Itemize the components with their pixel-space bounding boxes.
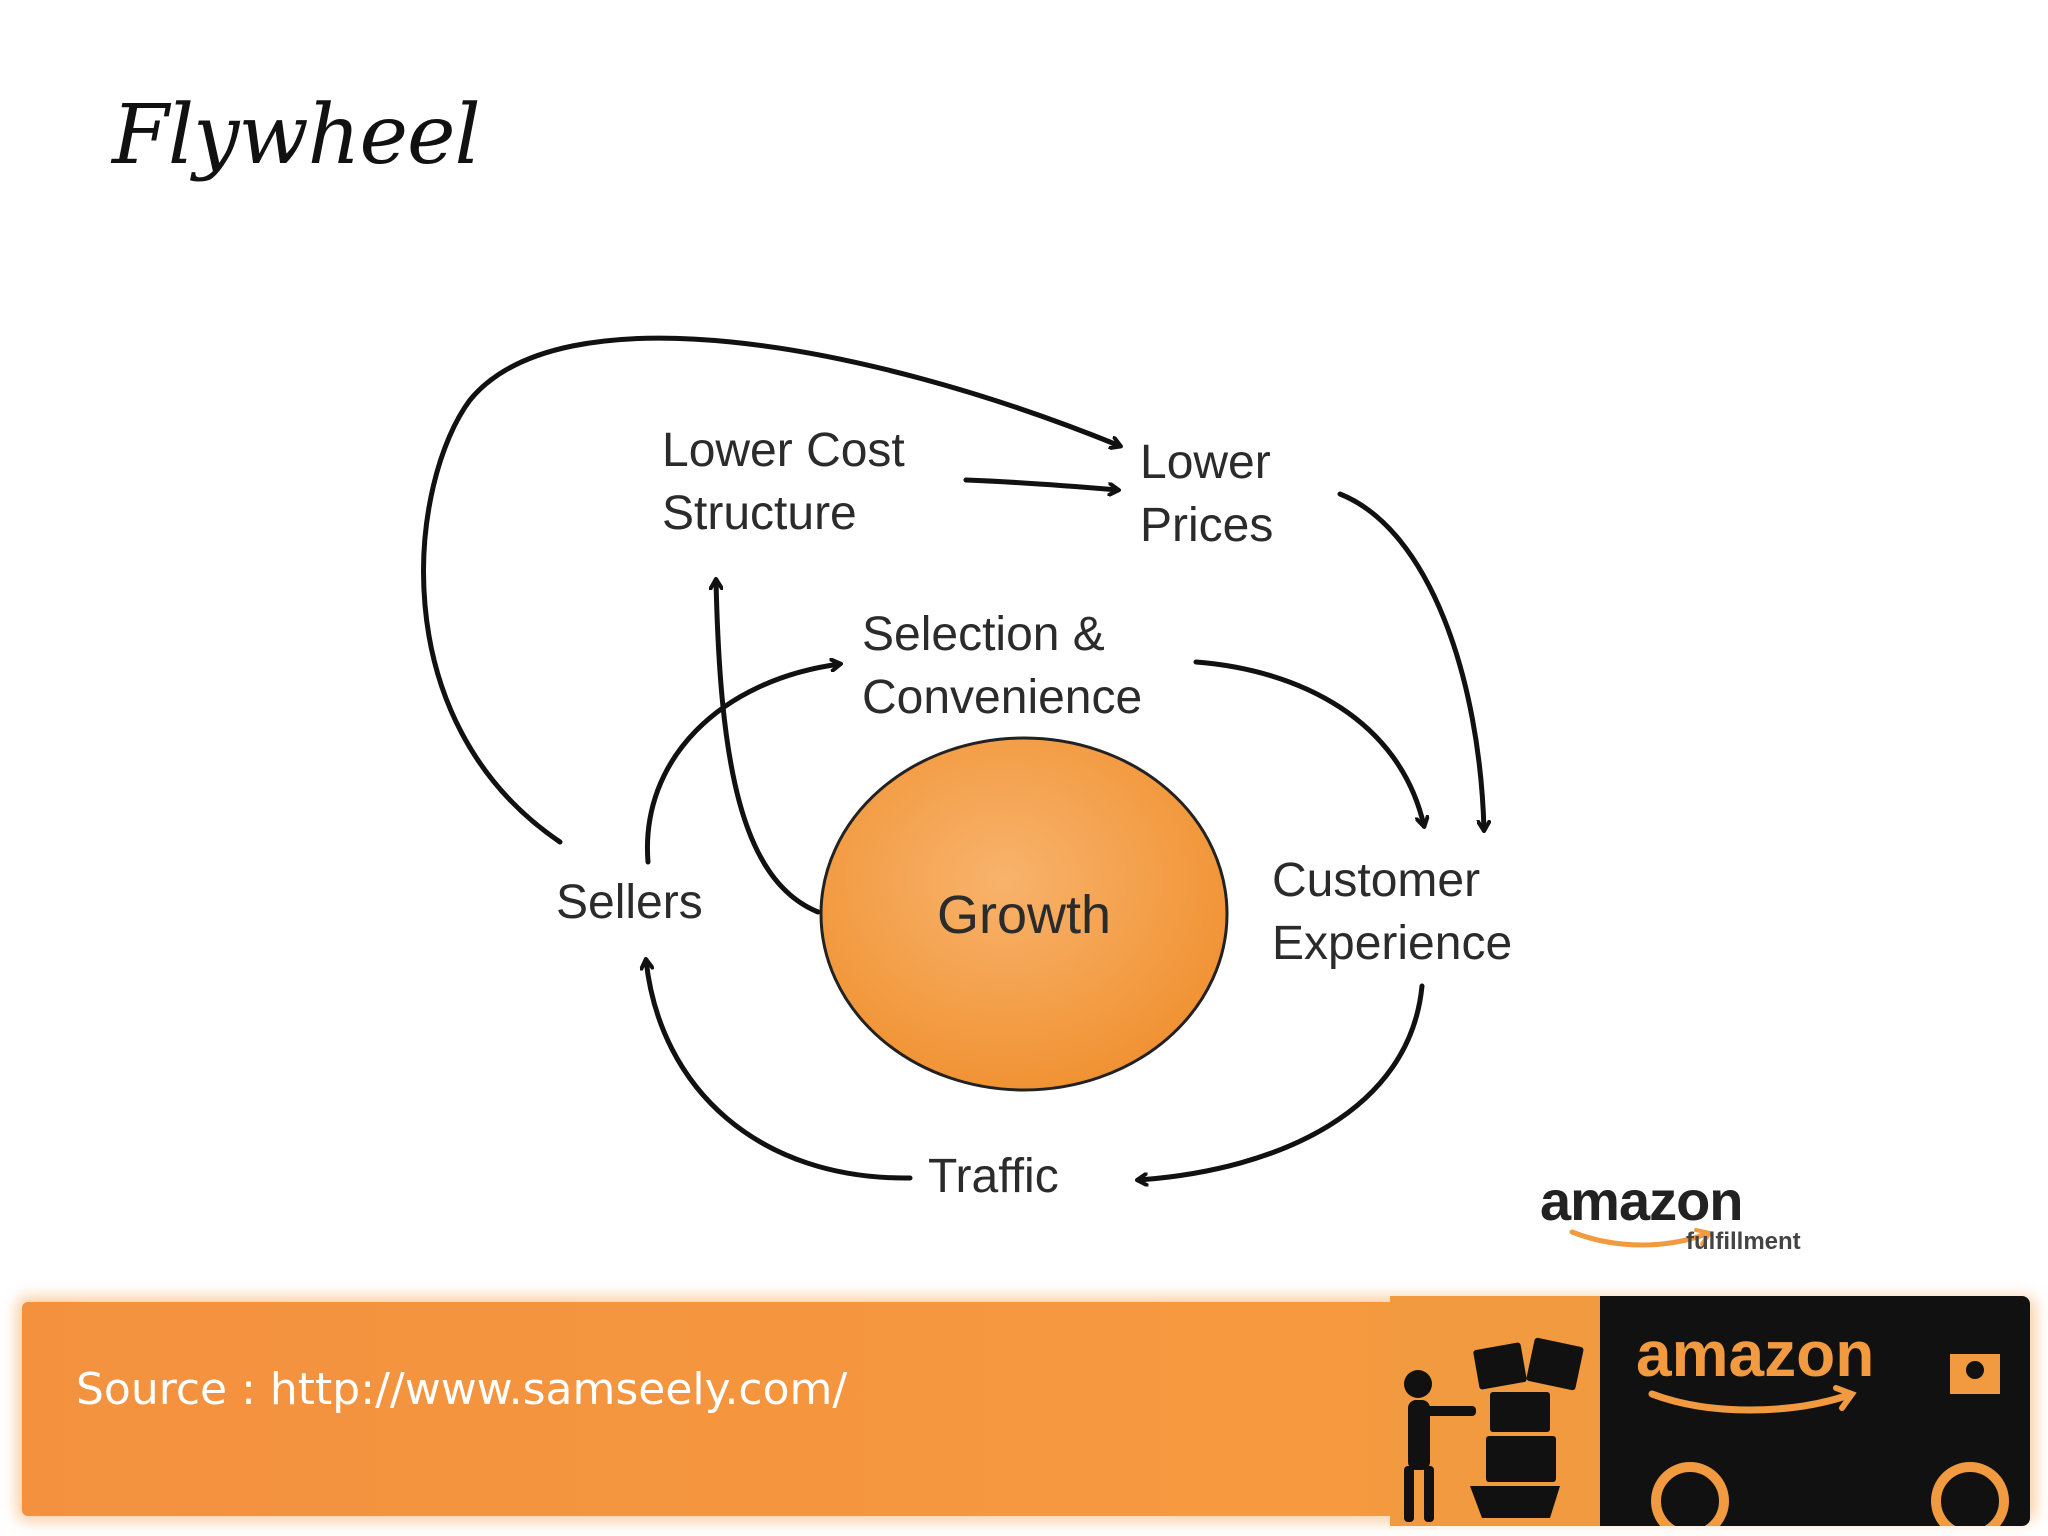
source-text: Source : http://www.samseely.com/ [76, 1364, 848, 1415]
node-customer-line2: Experience [1272, 917, 1512, 970]
arrow-lower-prices-to-customer-experience [1337, 491, 1484, 830]
node-traffic: Traffic [928, 1150, 1059, 1203]
amazon-truck-illustration: amazon [1390, 1296, 2030, 1526]
node-selection-line1: Selection & [862, 608, 1105, 661]
node-lower-prices-line1: Lower [1140, 436, 1271, 489]
arrow-sellers-to-selection [644, 664, 840, 865]
node-lower-cost-line2: Structure [662, 487, 857, 540]
node-selection-line2: Convenience [862, 671, 1142, 724]
amazon-logo-word: amazon [1540, 1169, 1743, 1232]
arrow-selection-to-customer-experience [1193, 659, 1424, 826]
node-selection-convenience: Selection & Convenience [862, 608, 1142, 724]
arrow-customer-experience-to-traffic [1138, 983, 1425, 1180]
node-lower-prices-line2: Prices [1140, 499, 1273, 552]
arrow-lower-cost-to-lower-prices [963, 477, 1118, 490]
arrow-growth-to-lower-cost [716, 580, 821, 915]
person-cart-icon [1404, 1337, 1584, 1522]
truck-brand-word: amazon [1636, 1318, 1874, 1390]
arrow-traffic-to-sellers [646, 960, 913, 1181]
growth-label: Growth [937, 885, 1111, 945]
node-lower-prices: Lower Prices [1140, 436, 1284, 552]
node-sellers: Sellers [556, 876, 703, 929]
flywheel-diagram: Growth Lower Cost Structure Lower Prices… [421, 335, 1512, 1203]
node-customer-experience: Customer Experience [1272, 854, 1512, 970]
arrow-sellers-to-lower-prices [421, 335, 1120, 845]
truck-body [1625, 1296, 1925, 1486]
node-customer-line1: Customer [1272, 854, 1480, 907]
amazon-logo-sub: fulfillment [1686, 1228, 1801, 1255]
node-lower-cost: Lower Cost Structure [662, 424, 918, 540]
node-lower-cost-line1: Lower Cost [662, 424, 905, 477]
truck-wheel-rear [1651, 1462, 1729, 1526]
growth-circle [819, 736, 1229, 1092]
amazon-fulfillment-logo: amazon fulfillment [1540, 1168, 1820, 1258]
slide-title: Flywheel [112, 88, 481, 183]
amazon-smile-icon [1569, 1228, 1714, 1248]
truck-smile-icon [1648, 1390, 1850, 1414]
truck-wheel-front [1931, 1462, 2009, 1526]
